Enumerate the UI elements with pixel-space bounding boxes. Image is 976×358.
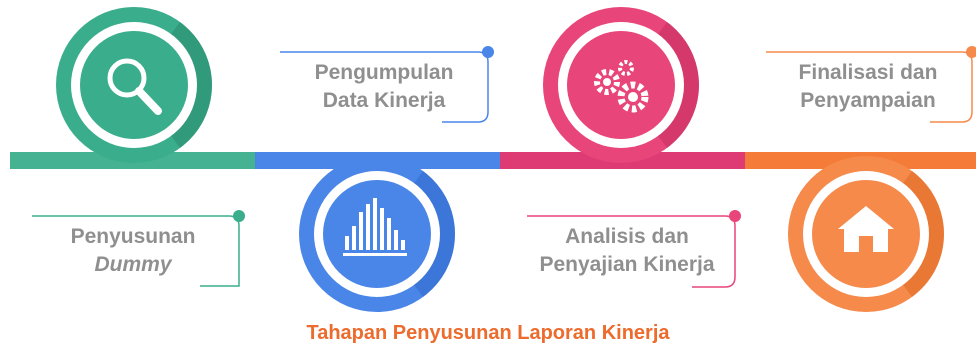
step-1-label-line-1: Penyusunan xyxy=(70,225,196,248)
house-icon xyxy=(838,206,894,252)
step-1-label: Penyusunan Dummy xyxy=(30,223,236,279)
step-1-node xyxy=(56,7,213,163)
step-2-label-line-1: Pengumpulan xyxy=(314,61,454,84)
step-2-node xyxy=(299,156,456,312)
step-2-label: Pengumpulan Data Kinerja xyxy=(286,59,482,115)
step-3-label: Analisis dan Penyajian Kinerja xyxy=(522,223,732,279)
step-4-label: Finalisasi dan Penyampaian xyxy=(770,59,966,115)
connector-2 xyxy=(280,46,494,123)
connector-3 xyxy=(527,210,741,288)
magnifier-icon xyxy=(107,58,162,115)
diagram-title: Tahapan Penyusunan Laporan Kinerja xyxy=(306,322,670,344)
gears-icon xyxy=(594,60,649,113)
step-3-label-line-1: Analisis dan xyxy=(565,225,689,248)
step-4-label-line-2: Penyampaian xyxy=(800,89,936,112)
connector-1 xyxy=(32,210,245,287)
bar-chart-icon xyxy=(343,198,407,256)
step-3-node xyxy=(543,7,700,163)
step-3-label-line-2: Penyajian Kinerja xyxy=(539,253,715,276)
step-1-label-line-2: Dummy xyxy=(94,253,172,276)
step-4-label-line-1: Finalisasi dan xyxy=(798,61,938,84)
step-4-node xyxy=(788,156,945,312)
connector-4 xyxy=(766,46,976,123)
step-2-label-line-2: Data Kinerja xyxy=(322,89,446,112)
